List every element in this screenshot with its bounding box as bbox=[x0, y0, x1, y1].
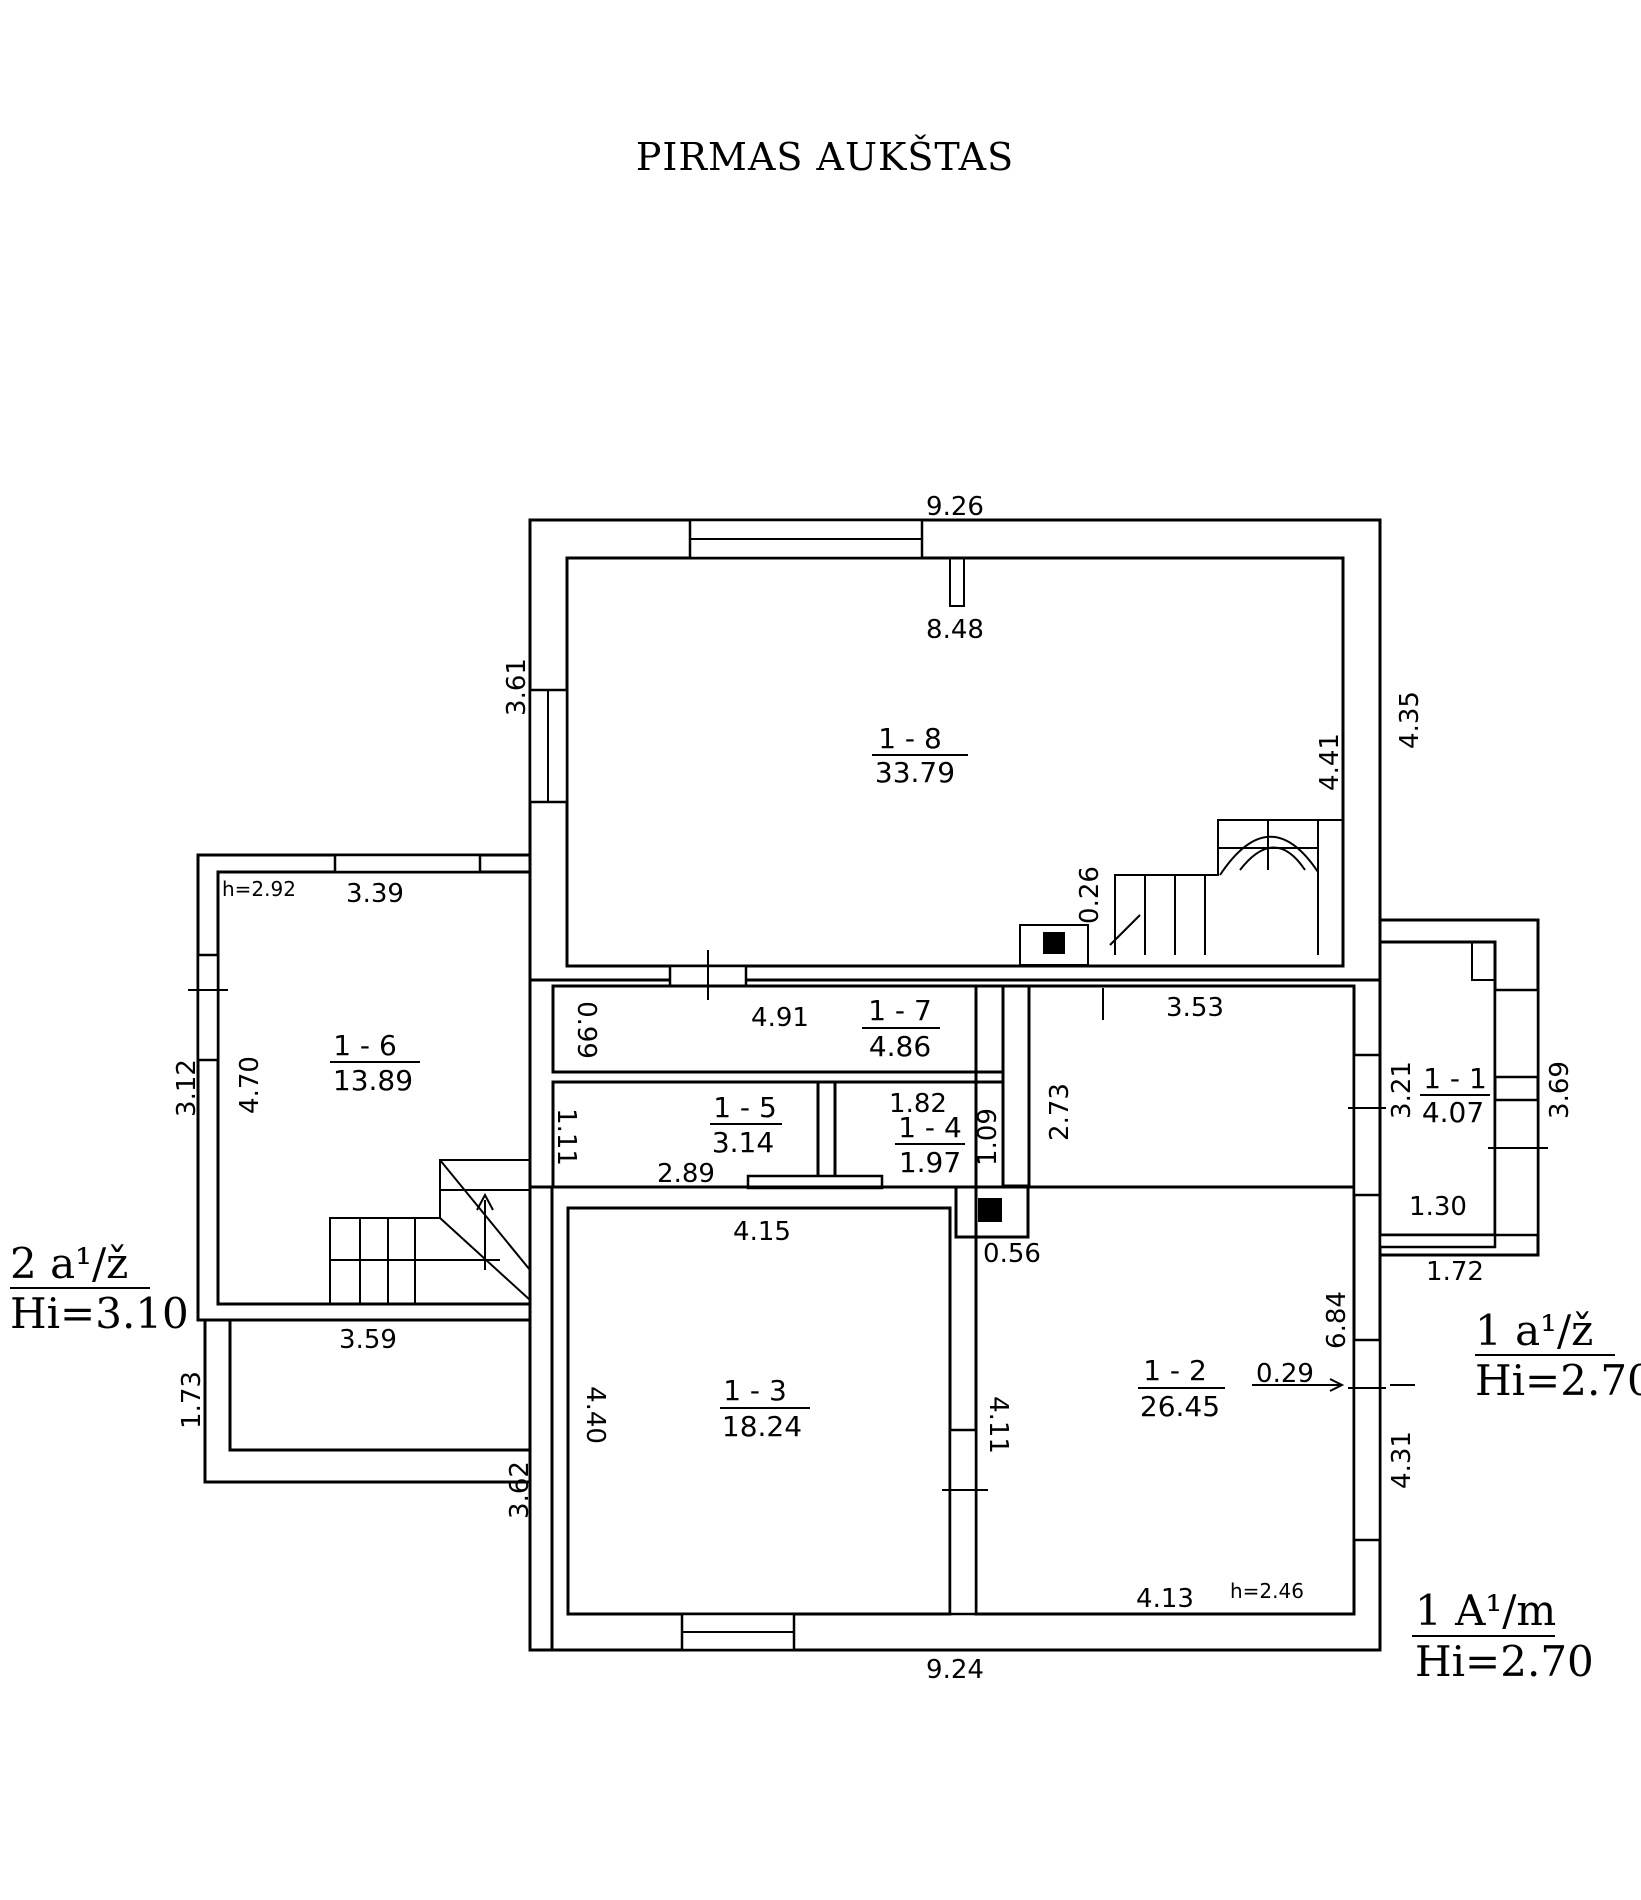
dim-label: 3.39 bbox=[346, 879, 404, 909]
plan-title: PIRMAS AUKŠTAS bbox=[636, 135, 1014, 179]
dim-label: 4.70 bbox=[235, 1056, 265, 1114]
room-1-1-walls bbox=[1378, 918, 1548, 1257]
dim-label: 2.73 bbox=[1045, 1083, 1075, 1141]
room-1-6-walls bbox=[188, 853, 532, 1484]
dim-label: 4.11 bbox=[983, 1396, 1013, 1454]
dim-label: 1.09 bbox=[973, 1108, 1003, 1166]
dim-label: 4.35 bbox=[1395, 691, 1425, 749]
dim-label: 6.84 bbox=[1322, 1291, 1352, 1349]
svg-text:4.86: 4.86 bbox=[869, 1030, 931, 1063]
dim-label: 1.11 bbox=[551, 1108, 581, 1166]
dim-label: 3.53 bbox=[1166, 993, 1224, 1023]
dim-label: 3.12 bbox=[172, 1059, 202, 1117]
room-label-1-6: 1 - 6 13.89 bbox=[330, 1029, 420, 1097]
svg-text:Hi=2.70: Hi=2.70 bbox=[1415, 1637, 1594, 1686]
dim-label: 0.26 bbox=[1075, 866, 1105, 924]
dim-label: 3.59 bbox=[339, 1325, 397, 1355]
room-1-2-walls bbox=[942, 984, 1386, 1616]
svg-text:1 - 5: 1 - 5 bbox=[713, 1091, 777, 1124]
room-label-1-2: 1 - 2 26.45 bbox=[1138, 1354, 1225, 1423]
svg-text:4.07: 4.07 bbox=[1422, 1096, 1484, 1129]
room-label-1-7: 1 - 7 4.86 bbox=[862, 994, 940, 1063]
block-label-1-a: 1 a¹/ž Hi=2.70 bbox=[1475, 1306, 1641, 1405]
svg-text:26.45: 26.45 bbox=[1140, 1390, 1220, 1423]
stairs-1-8 bbox=[1019, 819, 1343, 966]
svg-text:1.97: 1.97 bbox=[899, 1146, 961, 1179]
svg-text:1 - 6: 1 - 6 bbox=[333, 1029, 397, 1062]
dim-label: 1.73 bbox=[177, 1371, 207, 1429]
dim-label: 3.61 bbox=[502, 658, 532, 716]
door-1-8 bbox=[668, 950, 748, 1000]
dim-label: 9.24 bbox=[926, 1655, 984, 1685]
dim-label: 3.21 bbox=[1387, 1061, 1417, 1119]
dim-label: 4.13 bbox=[1136, 1584, 1194, 1614]
svg-text:1 - 8: 1 - 8 bbox=[878, 722, 942, 755]
svg-text:1 - 1: 1 - 1 bbox=[1423, 1062, 1487, 1095]
block-label-2: 2 a¹/ž Hi=3.10 bbox=[10, 1239, 189, 1338]
svg-text:1 A¹/m: 1 A¹/m bbox=[1415, 1586, 1556, 1635]
svg-text:Hi=3.10: Hi=3.10 bbox=[10, 1289, 189, 1338]
room-label-1-3: 1 - 3 18.24 bbox=[720, 1374, 810, 1443]
dim-label: 4.15 bbox=[733, 1217, 791, 1247]
room-label-1-1: 1 - 1 4.07 bbox=[1420, 1062, 1490, 1129]
svg-text:1 - 7: 1 - 7 bbox=[868, 994, 932, 1027]
svg-text:1 a¹/ž: 1 a¹/ž bbox=[1475, 1306, 1593, 1355]
svg-text:1 - 4: 1 - 4 bbox=[898, 1111, 962, 1144]
room-1-8-walls bbox=[528, 518, 1382, 982]
dim-label: 4.91 bbox=[751, 1003, 809, 1033]
room-label-1-5: 1 - 5 3.14 bbox=[710, 1091, 782, 1159]
height-marks: h=2.92 h=2.46 bbox=[222, 877, 1304, 1603]
dim-label: 0.56 bbox=[983, 1239, 1041, 1269]
dim-label: 1.30 bbox=[1409, 1192, 1467, 1222]
dim-label: 4.31 bbox=[1387, 1431, 1417, 1489]
dim-label: 1.72 bbox=[1426, 1257, 1484, 1287]
dim-label: 4.41 bbox=[1315, 733, 1345, 791]
svg-text:1 - 3: 1 - 3 bbox=[723, 1374, 787, 1407]
svg-text:1 - 2: 1 - 2 bbox=[1143, 1354, 1207, 1387]
dim-label: 1.82 bbox=[889, 1089, 947, 1119]
svg-text:h=2.92: h=2.92 bbox=[222, 877, 296, 901]
svg-text:h=2.46: h=2.46 bbox=[1230, 1579, 1304, 1603]
room-label-1-8: 1 - 8 33.79 bbox=[872, 722, 968, 789]
svg-text:Hi=2.70: Hi=2.70 bbox=[1475, 1356, 1641, 1405]
dim-label: 2.89 bbox=[657, 1159, 715, 1189]
svg-text:2 a¹/ž: 2 a¹/ž bbox=[10, 1239, 128, 1288]
svg-text:18.24: 18.24 bbox=[722, 1410, 802, 1443]
dim-label: 3.62 bbox=[505, 1461, 535, 1519]
dim-label: 4.40 bbox=[580, 1386, 610, 1444]
svg-text:33.79: 33.79 bbox=[875, 756, 955, 789]
stairs-1-6 bbox=[329, 1159, 531, 1304]
dim-label: 8.48 bbox=[926, 615, 984, 645]
dim-label: 3.69 bbox=[1545, 1061, 1575, 1119]
room-label-1-4: 1 - 4 1.97 bbox=[895, 1111, 965, 1179]
svg-text:3.14: 3.14 bbox=[712, 1126, 774, 1159]
block-label-1-A: 1 A¹/m Hi=2.70 bbox=[1412, 1586, 1594, 1686]
dim-label: 9.26 bbox=[926, 492, 984, 522]
svg-text:13.89: 13.89 bbox=[333, 1064, 413, 1097]
dim-label: 0.99 bbox=[571, 1001, 601, 1059]
dimension-labels: 9.26 8.48 3.61 4.35 4.41 0.26 3.39 3.12 … bbox=[172, 492, 1575, 1685]
